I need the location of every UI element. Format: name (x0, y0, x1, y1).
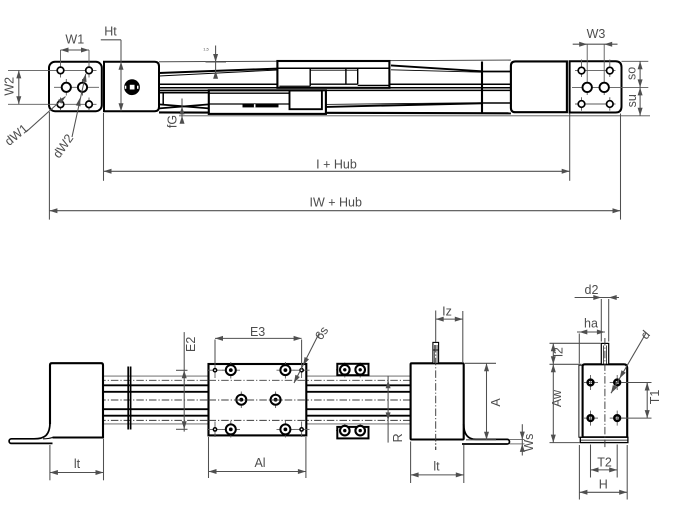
svg-text:A: A (489, 398, 503, 407)
svg-text:Aw: Aw (550, 389, 564, 407)
svg-text:W1: W1 (65, 33, 84, 47)
svg-text:d2: d2 (585, 283, 599, 297)
svg-text:lt: lt (433, 460, 440, 474)
svg-text:E2: E2 (184, 337, 198, 352)
svg-text:fG: fG (165, 115, 179, 128)
svg-text:IW + Hub: IW + Hub (309, 195, 361, 209)
svg-text:T2: T2 (597, 456, 612, 470)
svg-text:Iz: Iz (442, 304, 452, 318)
svg-text:ha: ha (584, 316, 598, 330)
svg-text:R: R (391, 433, 405, 442)
svg-text:E3: E3 (250, 325, 265, 339)
svg-text:Al: Al (254, 456, 265, 470)
svg-text:1,5: 1,5 (203, 47, 209, 52)
svg-text:W2: W2 (2, 77, 16, 96)
svg-text:W3: W3 (587, 27, 606, 41)
svg-text:I + Hub: I + Hub (316, 157, 357, 171)
svg-text:so: so (625, 67, 639, 80)
svg-text:l2: l2 (551, 347, 565, 357)
svg-text:6s: 6s (312, 324, 331, 343)
svg-text:H: H (599, 478, 608, 492)
svg-text:T1: T1 (648, 390, 662, 405)
svg-text:su: su (625, 94, 639, 107)
svg-text:lt: lt (74, 457, 81, 471)
svg-text:Ws: Ws (522, 434, 536, 452)
svg-text:Ht: Ht (104, 25, 117, 39)
